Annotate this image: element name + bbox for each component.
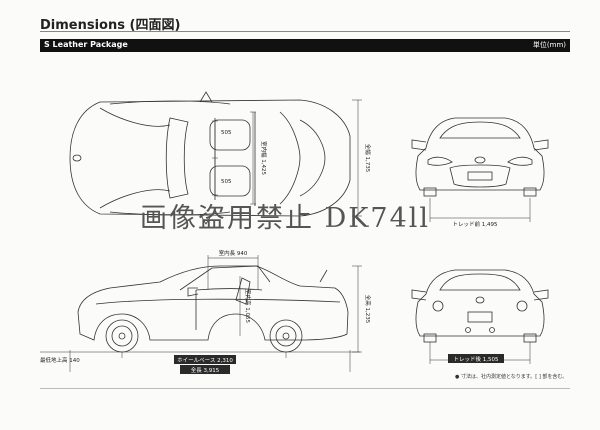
section-header-bar: S Leather Package 単位(mm) (40, 39, 570, 52)
unit-label: 単位(mm) (532, 41, 566, 49)
overall-height-label: 全高 1,235 (364, 295, 372, 324)
ground-clearance-label: 最低地上高 140 (40, 356, 80, 364)
wheelbase-label: ホイールベース 2,310 (177, 357, 233, 364)
wheelbase-bar (174, 355, 236, 364)
interior-length-label: 室内長 940 (219, 249, 248, 257)
cabin-width-1-label: 505 (221, 130, 232, 136)
tread-front-label: トレッド前 1,495 (453, 220, 498, 228)
cabin-width-2-label: 505 (221, 179, 232, 185)
overall-length-bar (180, 365, 230, 374)
title-rule (40, 31, 570, 32)
tread-rear-bar (448, 354, 504, 363)
rear-view-car (411, 269, 549, 343)
overall-length-label: 全長 3,915 (191, 366, 220, 374)
tread-rear-label: トレッド後 1,505 (454, 355, 499, 363)
overall-width-label: 全幅 1,735 (364, 144, 372, 173)
section-label: S Leather Package (44, 40, 128, 49)
page-title: Dimensions (四面図) (40, 18, 181, 33)
interior-height-label: 室内高 1,055 (244, 289, 252, 323)
front-view-car (411, 117, 549, 197)
page-rule (40, 388, 570, 389)
watermark: 画像盗用禁止 DK74ll (140, 203, 431, 234)
interior-width-label: 室内幅 1,425 (260, 141, 268, 175)
footnote: ● 寸法は、社内測定値となります。[ ] 部を含む。 (455, 374, 568, 380)
side-view-car (77, 265, 349, 353)
